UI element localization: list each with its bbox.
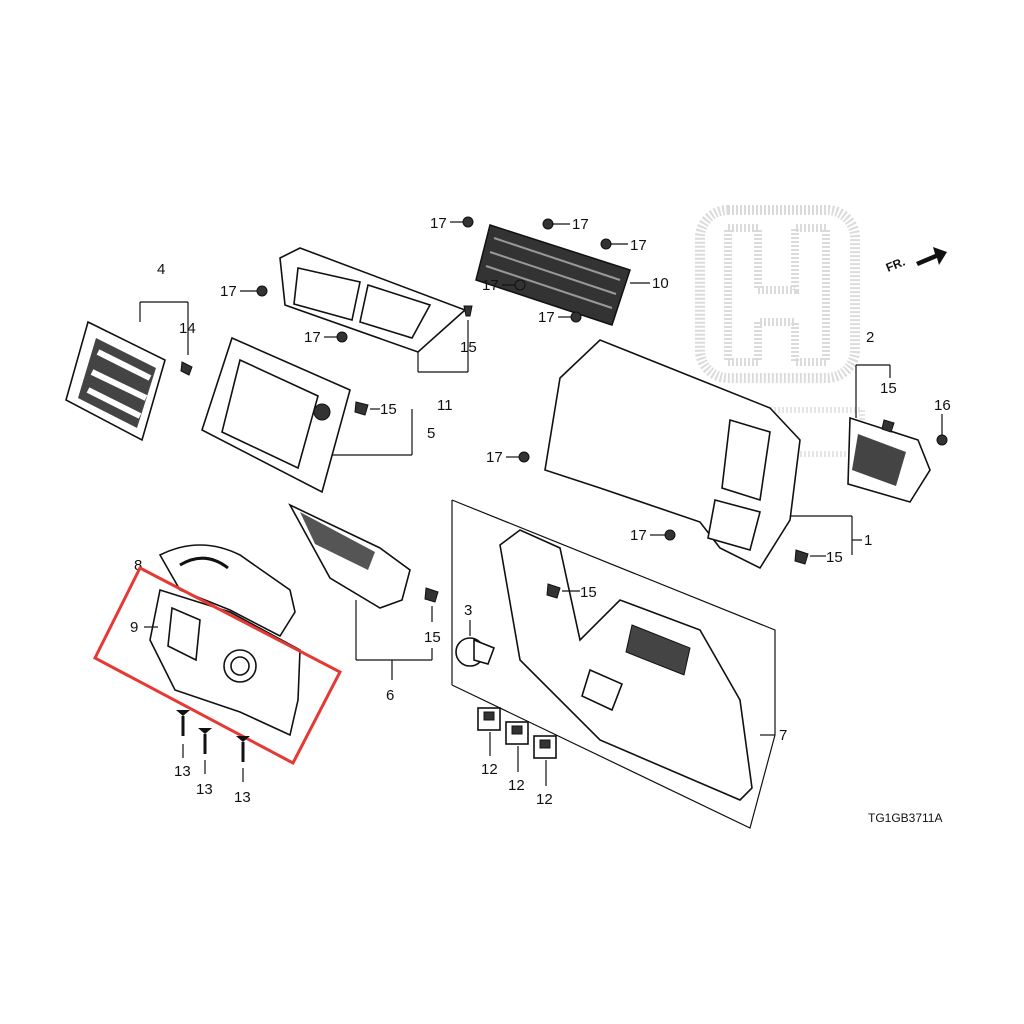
label-17-f: 17 [482, 277, 499, 294]
label-14: 14 [179, 320, 196, 337]
label-17-e: 17 [630, 237, 647, 254]
part-11-bezel [279, 247, 467, 353]
label-3: 3 [464, 602, 472, 619]
label-13-a: 13 [174, 763, 191, 780]
part-5-frame [201, 336, 351, 494]
label-15-c: 15 [826, 549, 843, 566]
label-9: 9 [130, 619, 138, 636]
label-13-b: 13 [196, 781, 213, 798]
clip-12-a [477, 707, 501, 731]
label-12-a: 12 [481, 761, 498, 778]
label-12-b: 12 [508, 777, 525, 794]
bolt-16 [936, 434, 948, 446]
clip-15-a [463, 305, 473, 317]
front-direction-marker: FR. [884, 247, 947, 275]
label-17-b: 17 [304, 329, 321, 346]
part-7-lower-panel [499, 529, 753, 801]
screw-13-c [236, 736, 250, 782]
label-17-d: 17 [572, 216, 589, 233]
label-7: 7 [779, 727, 787, 744]
label-10: 10 [652, 275, 669, 292]
part-6-glovebox-lid [288, 503, 411, 609]
label-2: 2 [866, 329, 874, 346]
diagram-code: TG1GB3711A [868, 811, 942, 825]
part-4-panel [65, 320, 166, 442]
label-17-i: 17 [630, 527, 647, 544]
label-8: 8 [134, 557, 142, 574]
clip-15-f [546, 583, 561, 599]
clip-14 [180, 361, 193, 376]
clip-12-c [533, 735, 557, 759]
label-12-c: 12 [536, 791, 553, 808]
clip-15-b [354, 401, 369, 416]
part-2-side-vent [847, 416, 931, 503]
clip-15-c [794, 549, 809, 565]
label-15-a: 15 [460, 339, 477, 356]
label-17-h: 17 [486, 449, 503, 466]
label-15-b: 15 [380, 401, 397, 418]
clip-12-b [505, 721, 529, 745]
part-10-vent [475, 224, 631, 326]
label-5: 5 [427, 425, 435, 442]
label-16: 16 [934, 397, 951, 414]
highlight-box [93, 565, 343, 766]
part-1-instrument-panel [544, 339, 801, 570]
honda-logo-watermark [695, 205, 860, 383]
label-15-d: 15 [880, 380, 897, 397]
part-3-knob [455, 637, 496, 667]
part-8-column-cover-upper [158, 544, 296, 638]
arrow-icon [916, 247, 947, 266]
label-15-e: 15 [424, 629, 441, 646]
screw-13-a [176, 710, 190, 758]
label-17-c: 17 [430, 215, 447, 232]
label-17-a: 17 [220, 283, 237, 300]
label-1: 1 [864, 532, 872, 549]
label-13-c: 13 [234, 789, 251, 806]
clip-15-e [424, 587, 439, 603]
label-6: 6 [386, 687, 394, 704]
svg-text:FR.: FR. [884, 255, 907, 275]
screw-13-b [198, 728, 212, 774]
part-9-column-cover-lower [149, 588, 301, 737]
label-11: 11 [437, 397, 453, 414]
label-4: 4 [157, 261, 165, 278]
label-15-f: 15 [580, 584, 597, 601]
bracket-7 [451, 499, 776, 829]
label-17-g: 17 [538, 309, 555, 326]
